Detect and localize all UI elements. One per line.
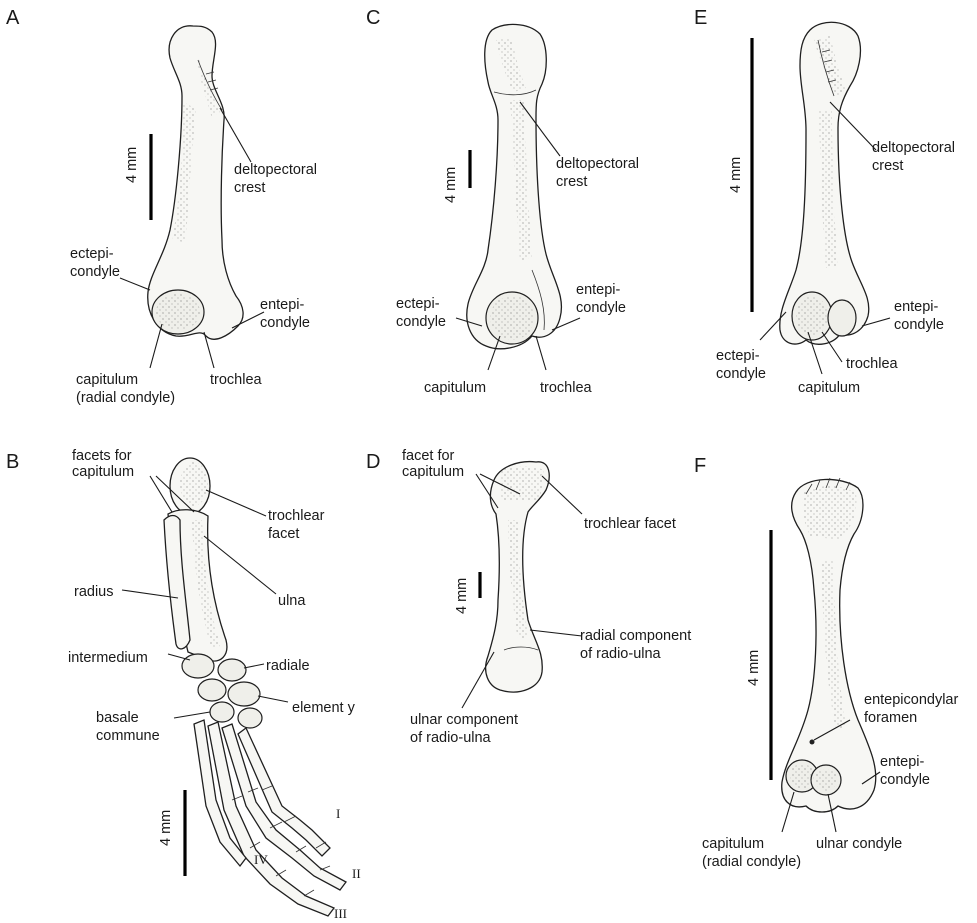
label-entepicondyle-c: entepi-condyle <box>576 282 626 316</box>
scale-bar-b: 4 mm <box>158 790 185 876</box>
label-element-y-b: element y <box>292 700 356 716</box>
scale-label-b: 4 mm <box>158 810 174 846</box>
panel-letter-e: E <box>694 7 707 29</box>
scale-label-a: 4 mm <box>124 147 140 183</box>
panel-letter-a: A <box>6 7 20 29</box>
humerus-a <box>148 26 243 339</box>
panel-b: B 4 mm <box>6 448 361 921</box>
label-ulnar-condyle-f: ulnar condyle <box>816 836 902 852</box>
digit-label-i: I <box>336 806 340 821</box>
label-ectepicondyle-a: ectepi-condyle <box>70 246 120 280</box>
radio-ulna-d <box>486 462 550 692</box>
label-entepicondyle-a: entepi-condyle <box>260 297 310 331</box>
panel-letter-b: B <box>6 451 19 473</box>
digit-label-iii: III <box>334 906 347 921</box>
humerus-c <box>467 24 562 348</box>
scale-label-e: 4 mm <box>728 157 744 193</box>
scale-label-d: 4 mm <box>454 578 470 614</box>
label-capitulum-a: capitulum(radial condyle) <box>76 372 175 406</box>
label-trochlear-facet-d: trochlear facet <box>584 516 676 532</box>
humerus-e <box>780 22 869 344</box>
scale-label-f: 4 mm <box>746 650 762 686</box>
label-capitulum-c: capitulum <box>424 380 486 396</box>
humerus-f <box>782 478 876 812</box>
label-ectepicondyle-c: ectepi-condyle <box>396 296 446 330</box>
label-capitulum-e: capitulum <box>798 380 860 396</box>
label-ectepicondyle-e: ectepi-condyle <box>716 348 766 382</box>
label-trochlea-a: trochlea <box>210 372 263 388</box>
panel-letter-f: F <box>694 455 706 477</box>
scale-bar-a: 4 mm <box>124 134 151 220</box>
scale-bar-e: 4 mm <box>728 38 752 312</box>
panel-letter-d: D <box>366 451 380 473</box>
scale-bar-d: 4 mm <box>454 572 480 614</box>
digit-label-ii: II <box>352 866 361 881</box>
label-ulna-b: ulna <box>278 593 306 609</box>
panel-letter-c: C <box>366 7 380 29</box>
forelimb-b <box>164 458 346 916</box>
scale-bar-f: 4 mm <box>746 530 771 780</box>
scale-label-c: 4 mm <box>443 167 459 203</box>
label-radius-b: radius <box>74 584 114 600</box>
label-entepicondyle-f: entepi-condyle <box>880 754 930 788</box>
label-radiale-b: radiale <box>266 658 310 674</box>
label-trochlea-e: trochlea <box>846 356 899 372</box>
label-intermedium-b: intermedium <box>68 650 148 666</box>
digit-label-iv: IV <box>254 852 268 867</box>
label-capitulum-f: capitulum(radial condyle) <box>702 836 801 870</box>
label-entepicondyle-e: entepi-condyle <box>894 299 944 333</box>
scale-bar-c: 4 mm <box>443 150 470 203</box>
label-trochlea-c: trochlea <box>540 380 593 396</box>
